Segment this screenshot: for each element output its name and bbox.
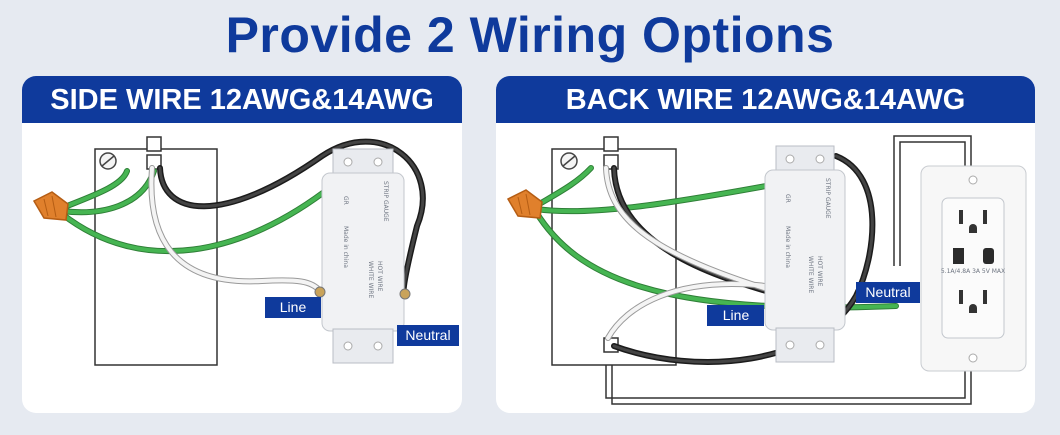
line-label-text: Line [723,307,750,323]
neutral-label: Neutral [856,282,920,303]
back-wire-diagram: Made in china HOT WIRE WHITE WIRE GR STR… [506,135,1027,405]
outlet-rating-text: 5.1A/4.8A 3A 5V MAX [941,268,1005,275]
line-label: Line [265,297,321,318]
neutral-wire [148,165,323,294]
back-wire-header: BACK WIRE 12AWG&14AWG [496,76,1035,123]
hot-wire [157,138,426,299]
ground-wires [59,168,335,255]
neutral-label-text: Neutral [405,327,450,343]
device-text-gr: GR [784,194,791,203]
screw-icon [560,152,578,170]
device-text-made: Made in china [784,226,791,268]
device-text-strip: STRIP GAUGE [382,181,389,222]
neutral-label-text: Neutral [865,284,910,300]
side-wire-panel: SIDE WIRE 12AWG&14AWG [22,76,462,413]
neutral-label: Neutral [397,325,459,346]
switch-device-icon: Made in china HOT WIRE WHITE WIRE GR STR… [314,148,411,364]
side-wire-diagram: Made in china HOT WIRE WHITE WIRE GR STR… [32,136,459,366]
page-title: Provide 2 Wiring Options [225,7,835,63]
screw-icon [99,152,117,170]
device-text-gr: GR [342,196,349,205]
device-text-made: Made in china [342,226,349,268]
line-label: Line [707,305,764,326]
usb-outlet-icon: 5.1A/4.8A 3A 5V MAX [920,165,1027,372]
device-text-hot: HOT WIRE [816,256,823,287]
wire-nut-icon [506,189,543,219]
device-text-white: WHITE WIRE [807,256,814,293]
switch-device-icon: Made in china HOT WIRE WHITE WIRE GR STR… [764,145,846,363]
cable-clamp [603,136,619,152]
line-label-text: Line [280,299,307,315]
junction-box-outline [94,148,218,366]
neutral-wire [603,165,769,341]
back-wire-panel: BACK WIRE 12AWG&14AWG [496,76,1035,413]
device-text-strip: STRIP GAUGE [824,178,831,219]
wire-nut-icon [32,191,69,221]
cable-clamp [146,136,162,152]
device-text-white: WHITE WIRE [367,261,374,298]
side-wire-header: SIDE WIRE 12AWG&14AWG [22,76,462,123]
device-text-hot: HOT WIRE [376,261,383,292]
